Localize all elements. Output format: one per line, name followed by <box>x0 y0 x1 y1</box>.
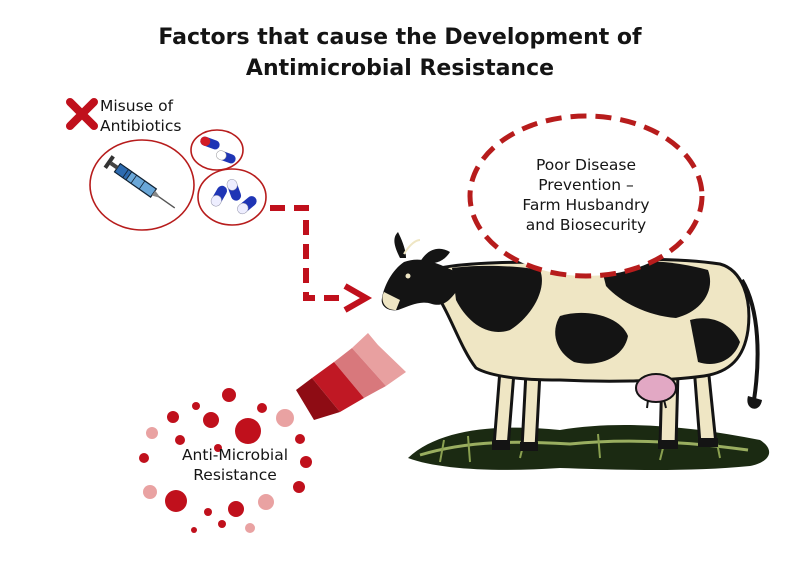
cow-illustration <box>381 232 762 451</box>
misuse-label: Misuse of Antibiotics <box>100 96 200 136</box>
red-cross-icon <box>66 98 98 130</box>
dashed-arrow <box>270 205 373 313</box>
title-line-2: Antimicrobial Resistance <box>245 56 555 81</box>
poor-prevention-line-3: Farm Husbandry <box>522 196 650 214</box>
misuse-line-1: Misuse of <box>100 97 174 115</box>
amr-label: Anti-Microbial Resistance <box>160 445 310 485</box>
chevron-arrows <box>296 333 406 420</box>
pills-circle-small <box>190 129 244 171</box>
misuse-line-2: Antibiotics <box>100 117 182 135</box>
poor-prevention-line-4: and Biosecurity <box>525 216 647 234</box>
pills-circle-large <box>197 168 267 226</box>
amr-line-1: Anti-Microbial <box>181 446 289 464</box>
syringe-icon <box>103 155 176 209</box>
diagram-title: Factors that cause the Development of An… <box>0 22 800 84</box>
resistance-dots <box>139 388 312 533</box>
amr-line-2: Resistance <box>193 466 277 484</box>
poor-prevention-line-1: Poor Disease <box>535 156 637 174</box>
poor-prevention-line-2: Prevention – <box>538 176 634 194</box>
title-line-1: Factors that cause the Development of <box>158 25 642 50</box>
poor-prevention-ellipse <box>467 113 705 279</box>
poor-prevention-label: Poor Disease Prevention – Farm Husbandry… <box>476 155 696 235</box>
